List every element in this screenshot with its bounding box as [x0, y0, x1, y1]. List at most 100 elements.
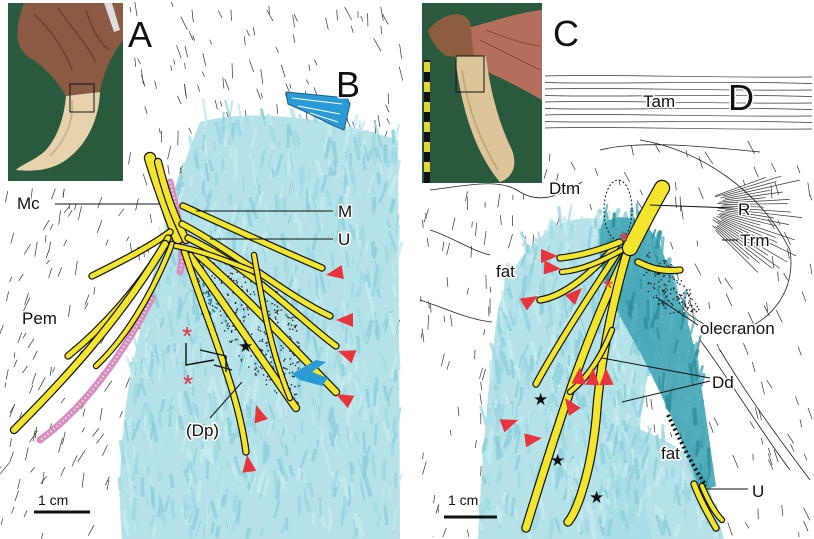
fiber-stroke: [82, 473, 84, 488]
fiber-stroke: [189, 128, 192, 134]
stipple-dot: [233, 280, 235, 282]
stipple-dot: [658, 303, 660, 305]
tissue-brush-stroke: [295, 521, 296, 538]
tissue-brush-stroke: [124, 511, 126, 528]
tissue-brush-stroke: [688, 458, 689, 467]
fiber-stroke: [309, 65, 310, 71]
tissue-brush-stroke: [639, 338, 640, 346]
stipple-dot: [683, 308, 685, 310]
stipple-dot: [292, 317, 294, 319]
stipple-dot: [668, 265, 670, 267]
fiber-stroke: [97, 434, 104, 444]
tissue-brush-stroke: [672, 469, 673, 476]
tissue-brush-stroke: [571, 464, 572, 471]
fiber-stroke: [14, 360, 17, 367]
tissue-brush-stroke: [636, 492, 637, 503]
stipple-dot: [673, 299, 675, 301]
stipple-dot: [280, 309, 282, 311]
tissue-brush-stroke: [288, 433, 289, 447]
fiber-stroke: [804, 454, 806, 460]
fiber-stroke: [675, 182, 676, 191]
stipple-dot: [665, 260, 667, 262]
fiber-stroke: [42, 472, 44, 484]
fiber-stroke: [326, 18, 329, 30]
stipple-dot: [229, 326, 231, 328]
fiber-stroke: [472, 222, 473, 228]
stipple-dot: [298, 346, 300, 348]
label-pem: Pem: [22, 309, 57, 328]
stipple-dot: [663, 293, 665, 295]
stipple-dot: [277, 313, 279, 315]
tissue-brush-stroke: [694, 409, 695, 423]
stipple-dot: [670, 264, 672, 266]
asterisk-marker: *: [182, 321, 192, 351]
tissue-brush-stroke: [554, 382, 556, 392]
label-olecranon: olecranon: [700, 319, 775, 338]
tissue-brush-stroke: [540, 284, 541, 294]
stipple-dot: [283, 360, 285, 362]
stipple-dot: [654, 288, 656, 290]
tissue-brush-stroke: [289, 154, 290, 174]
fiber-stroke: [0, 325, 3, 334]
label-dp: (Dp): [186, 421, 219, 440]
fiber-stroke: [177, 96, 181, 104]
tissue-brush-stroke: [579, 514, 580, 530]
stipple-dot: [224, 330, 226, 332]
stipple-dot: [687, 309, 689, 311]
stipple-dot: [265, 333, 267, 335]
tissue-brush-stroke: [291, 154, 293, 170]
star-marker: ★: [533, 390, 548, 410]
stipple-dot: [292, 363, 294, 365]
tissue-brush-stroke: [604, 465, 606, 472]
tissue-brush-stroke: [584, 409, 585, 425]
tissue-brush-stroke: [327, 423, 329, 432]
tissue-brush-stroke: [171, 476, 173, 486]
tissue-brush-stroke: [321, 223, 323, 230]
fiber-stroke: [10, 404, 15, 413]
trm-fiber-line: [723, 204, 787, 205]
stipple-dot: [235, 339, 237, 341]
stipple-dot: [690, 298, 692, 300]
fiber-stroke: [290, 84, 291, 89]
fiber-stroke: [728, 522, 733, 535]
fiber-stroke: [40, 533, 43, 539]
stipple-dot: [243, 276, 245, 278]
fiber-stroke: [250, 60, 254, 72]
stipple-dot: [668, 301, 670, 303]
stipple-dot: [286, 314, 288, 316]
tissue-brush-stroke: [197, 325, 198, 342]
tissue-brush-stroke: [354, 180, 355, 194]
stipple-dot: [266, 345, 268, 347]
tissue-brush-stroke: [603, 512, 605, 526]
tissue-brush-stroke: [503, 494, 504, 502]
stipple-dot: [265, 354, 267, 356]
tissue-brush-stroke: [285, 472, 286, 480]
stipple-dot: [693, 308, 695, 310]
tissue-brush-stroke: [498, 508, 501, 522]
stipple-dot: [280, 345, 282, 347]
stipple-dot: [698, 309, 700, 311]
fiber-stroke: [1, 518, 3, 524]
fiber-stroke: [6, 369, 8, 379]
tissue-brush-stroke: [180, 417, 182, 428]
fiber-stroke: [83, 409, 85, 417]
fiber-stroke: [171, 65, 172, 70]
fiber-stroke: [97, 220, 102, 233]
tissue-brush-stroke: [201, 344, 202, 359]
stipple-dot: [290, 364, 292, 366]
stipple-dot: [267, 350, 269, 352]
tissue-brush-stroke: [568, 340, 569, 347]
tendon-fiber-line: [545, 75, 812, 77]
stipple-dot: [247, 291, 249, 293]
tissue-brush-stroke: [340, 154, 341, 173]
tissue-brush-stroke: [380, 503, 381, 510]
fiber-stroke: [800, 419, 802, 427]
fiber-stroke: [45, 235, 46, 242]
tissue-brush-stroke: [657, 436, 658, 449]
fiber-stroke: [172, 2, 174, 7]
fiber-stroke: [127, 237, 129, 242]
tissue-brush-stroke: [153, 459, 155, 472]
tissue-brush-stroke: [603, 414, 606, 428]
tissue-brush-stroke: [532, 423, 533, 438]
fiber-stroke: [802, 291, 806, 301]
